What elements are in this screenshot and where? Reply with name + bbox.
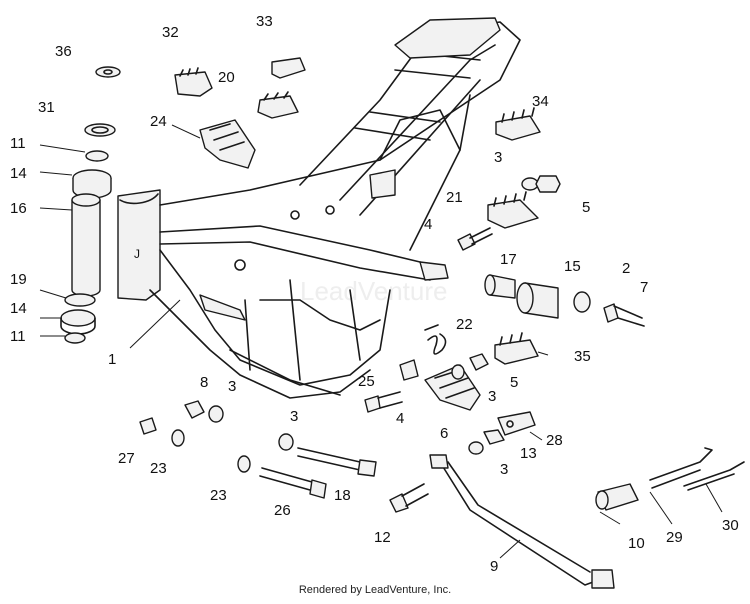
label-21: 21 [446,189,463,206]
part-labels: 36 31 11 14 16 19 14 11 1 32 33 20 24 34… [10,13,739,575]
sidestand [429,447,745,589]
label-13: 13 [520,445,537,462]
label-18: 18 [334,487,351,504]
label-30: 30 [722,517,739,534]
label-34: 34 [532,93,549,110]
label-16: 16 [10,200,27,217]
label-11-bottom: 11 [10,328,26,345]
label-5-a: 5 [582,199,590,216]
svg-text:J: J [134,247,140,261]
leader-lines [39,124,723,559]
label-14-top: 14 [10,165,27,182]
footer-credit: Rendered by LeadVenture, Inc. [298,584,452,596]
label-3-c: 3 [500,461,508,478]
label-24: 24 [150,113,167,130]
label-10: 10 [628,535,645,552]
label-31: 31 [38,99,55,116]
label-7: 7 [640,279,648,296]
label-14-bottom: 14 [10,300,27,317]
label-17: 17 [500,251,517,268]
label-25: 25 [358,373,375,390]
lower-hardware [139,400,429,513]
label-23-a: 23 [150,460,167,477]
steering-stack [60,66,121,344]
label-4-a: 4 [424,216,432,233]
label-8: 8 [200,374,208,391]
label-22: 22 [456,316,473,333]
label-6: 6 [440,425,448,442]
label-36: 36 [55,43,72,60]
label-19: 19 [10,271,27,288]
label-12: 12 [374,529,391,546]
label-2: 2 [622,260,630,277]
label-9: 9 [490,558,498,575]
frame: J [117,17,521,399]
label-26: 26 [274,502,291,519]
label-4-b: 4 [396,410,404,427]
label-11-top: 11 [10,135,26,152]
label-28: 28 [546,432,563,449]
label-3-a: 3 [494,149,502,166]
label-29: 29 [666,529,683,546]
label-35: 35 [574,348,591,365]
watermark: LeadVenture [300,276,447,306]
label-33: 33 [256,13,273,30]
label-27: 27 [118,450,135,467]
label-3-e: 3 [290,408,298,425]
label-20: 20 [218,69,235,86]
label-32: 32 [162,24,179,41]
label-23-b: 23 [210,487,227,504]
label-5-b: 5 [510,374,518,391]
label-15: 15 [564,258,581,275]
label-1: 1 [108,351,116,368]
label-3-b: 3 [488,388,496,405]
label-3-d: 3 [228,378,236,395]
footpeg-parts [174,57,645,455]
